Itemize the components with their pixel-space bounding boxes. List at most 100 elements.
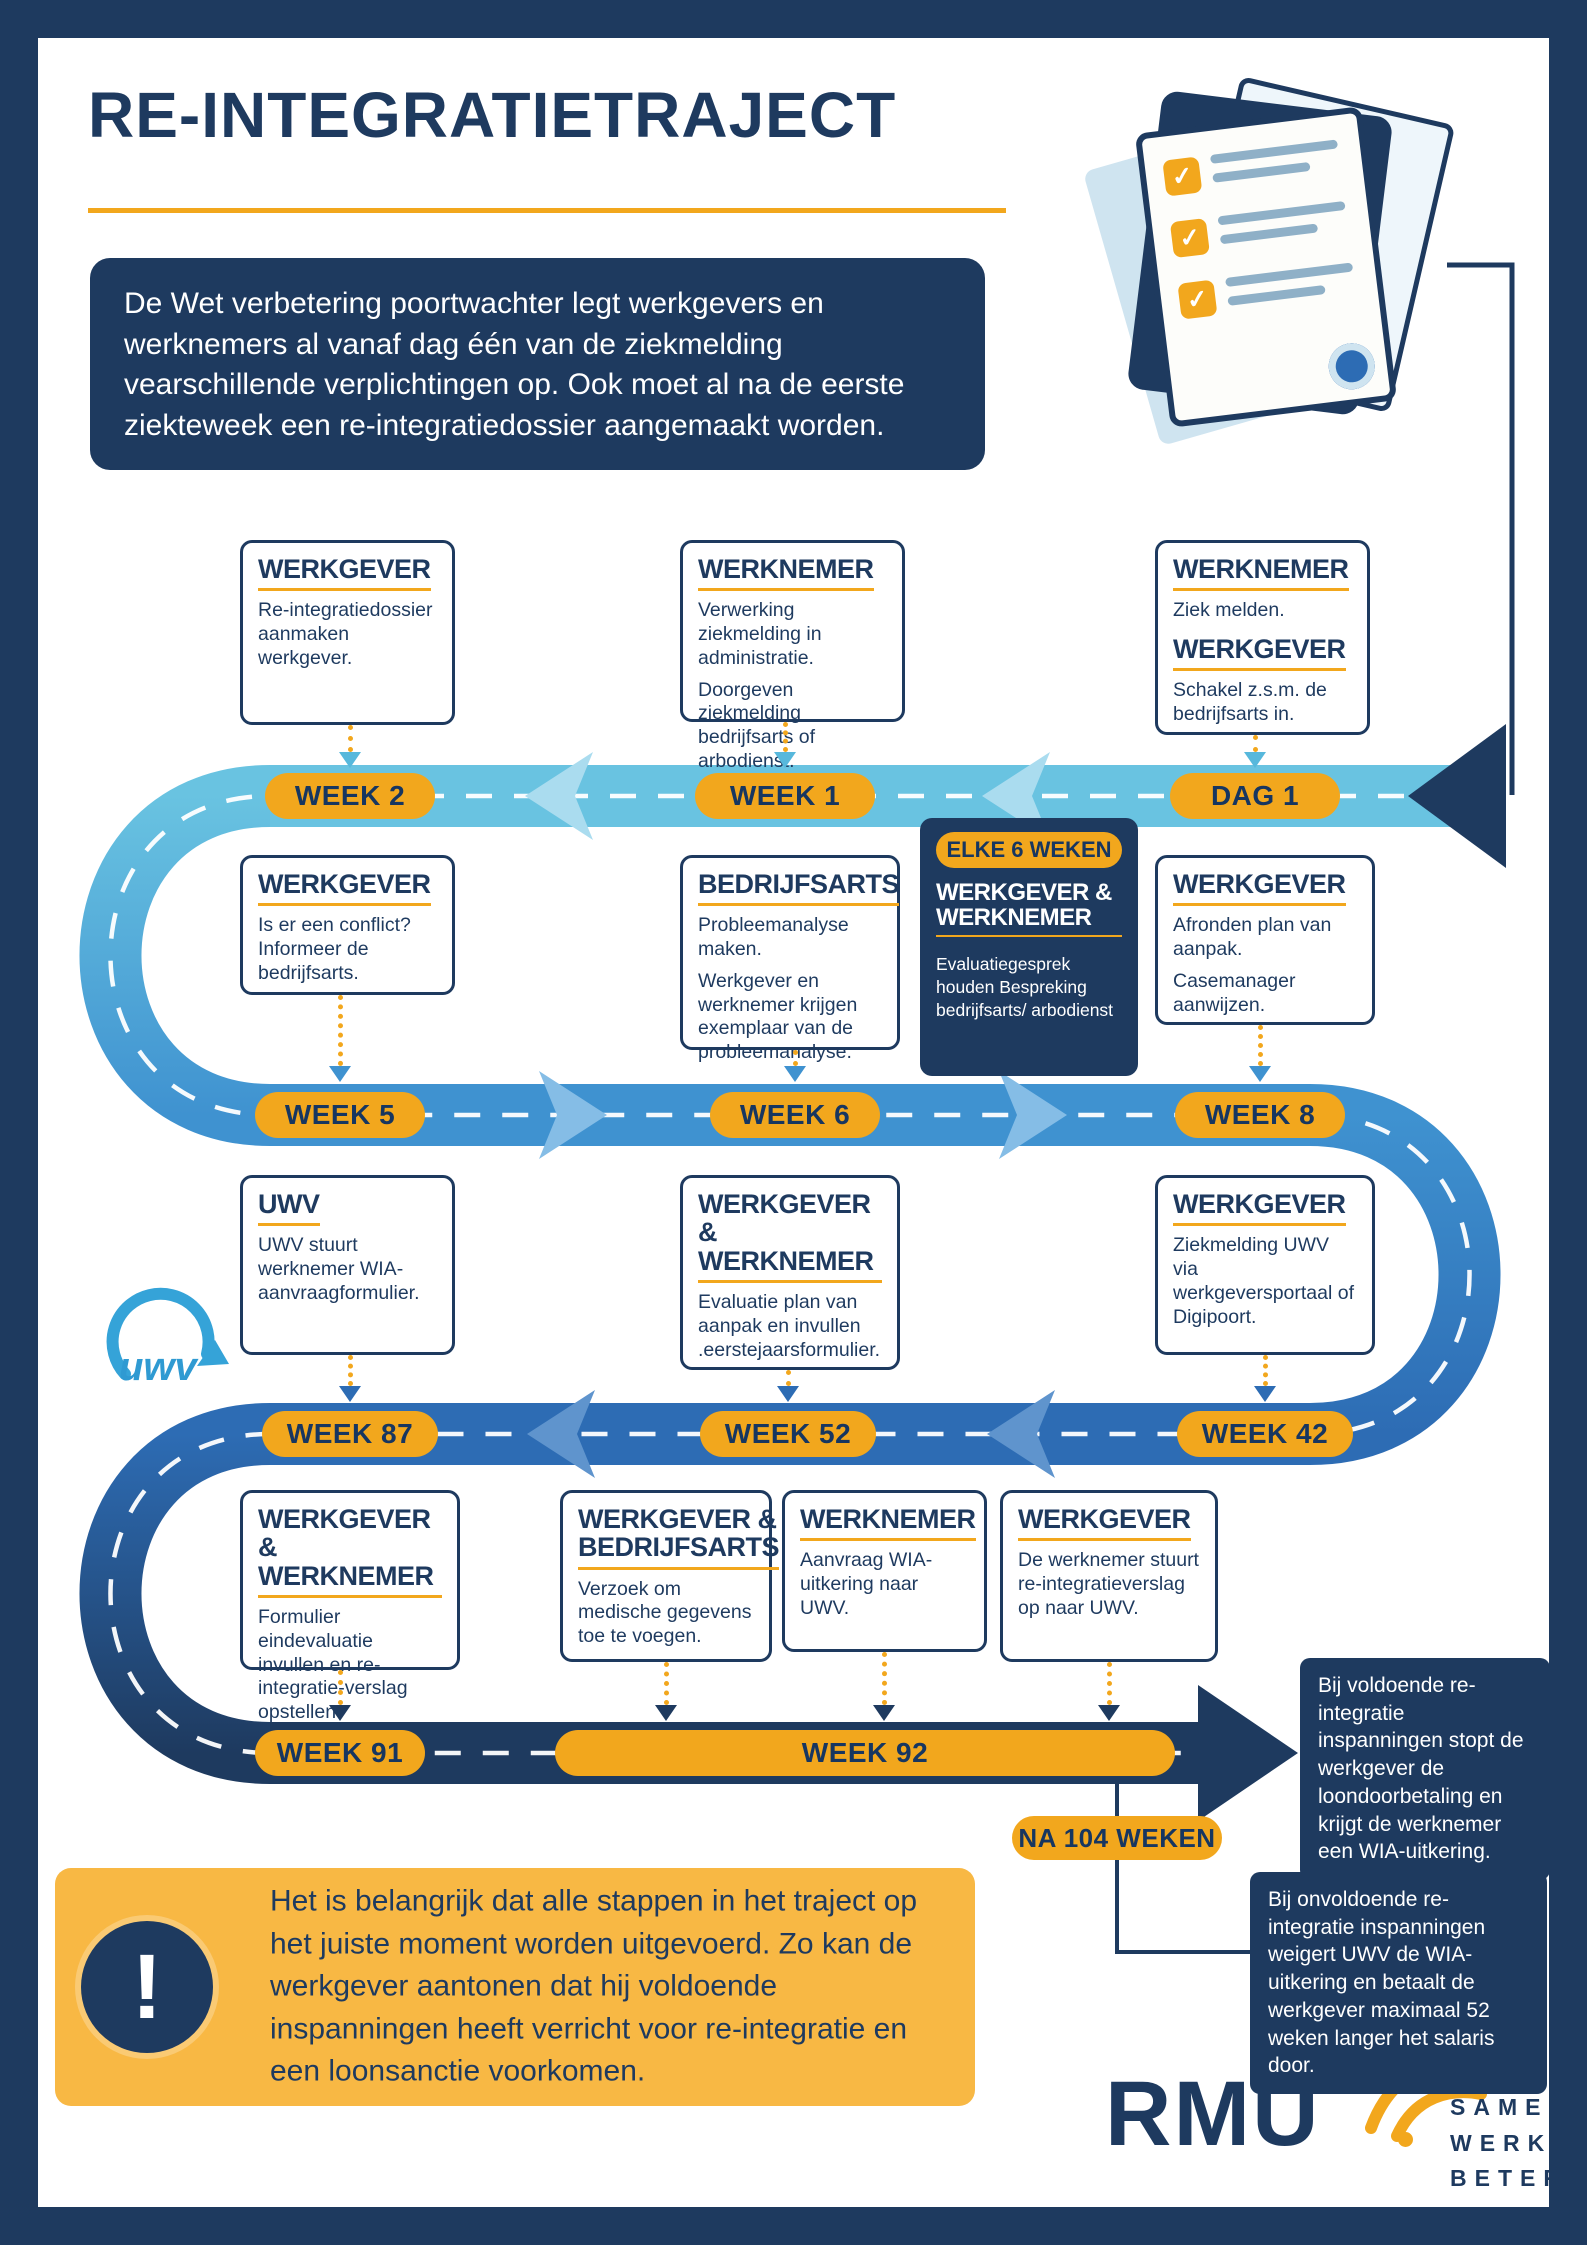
callout-text: UWV stuurt werknemer WIA-aanvraagformuli… — [258, 1234, 420, 1304]
uwv-swirl-icon — [106, 1287, 215, 1380]
callout-werkgever-dossier: WERKGEVER Re-integratiedossier aanmaken … — [240, 540, 455, 725]
seal-icon — [1326, 340, 1378, 392]
connector-arrow-icon — [329, 1705, 351, 1721]
note-voldoende: Bij voldoende re-integratie inspanningen… — [1300, 1658, 1550, 1881]
na104-connector — [1115, 1784, 1252, 1954]
dotted-connector — [882, 1652, 887, 1705]
connector-arrow-icon — [1254, 1386, 1276, 1402]
connector-arrow-icon — [655, 1705, 677, 1721]
documents-illustration: ✓ ✓ ✓ — [1082, 76, 1456, 447]
callout-title: WERKGEVER — [1173, 1190, 1346, 1227]
callout-ziekmelding-uwv: WERKGEVER Ziekmelding UWV via werkgevers… — [1155, 1175, 1375, 1355]
uwv-logo: uwv — [85, 1262, 240, 1394]
timeline-badge-week6: WEEK 6 — [710, 1092, 880, 1138]
callout-uwv-formulier: UWV UWV stuurt werknemer WIA-aanvraagfor… — [240, 1175, 455, 1355]
timeline-badge-week42: WEEK 42 — [1177, 1411, 1353, 1457]
dotted-connector — [664, 1662, 669, 1705]
timeline-badge-week2: WEEK 2 — [265, 773, 435, 819]
callout-text: Ziekmelding UWV via werkgeversportaal of… — [1173, 1234, 1355, 1328]
tagline-line: BETER — [1450, 2165, 1568, 2192]
dotted-connector — [1253, 735, 1258, 752]
connector-arrow-icon — [1244, 752, 1266, 768]
dotted-connector — [783, 722, 788, 752]
callout-title: WERKGEVER — [1173, 870, 1346, 907]
callout-title: WERKGEVER & WERKNEMER — [258, 1505, 442, 1599]
callout-title: BEDRIJFSARTS — [698, 870, 900, 907]
dotted-connector — [1263, 1355, 1268, 1386]
callout-title: WERKNEMER — [1173, 555, 1349, 592]
callout-text: Verwerking ziekmelding in administratie. — [698, 599, 822, 669]
callout-text: Verzoek om medische gegevens toe te voeg… — [578, 1577, 752, 1648]
callout-text: Probleemanalyse maken. — [698, 914, 849, 961]
connector-arrow-icon — [1249, 1066, 1271, 1082]
callout-text: Re-integratiedossier aanmaken werkgever. — [258, 599, 433, 669]
callout-ziek-melden: WERKNEMER Ziek melden. WERKGEVER Schakel… — [1155, 540, 1370, 735]
timeline-badge-na104: NA 104 WEKEN — [1012, 1816, 1222, 1860]
title-underline — [88, 208, 1006, 213]
chevron-right-icon — [999, 1071, 1067, 1159]
connector-arrow-icon — [873, 1705, 895, 1721]
connector-arrow-icon — [339, 752, 361, 768]
callout-title: WERKNEMER — [800, 1505, 976, 1542]
dotted-connector — [338, 1670, 343, 1705]
timeline-badge-week92: WEEK 92 — [555, 1730, 1175, 1776]
chevron-left-icon — [987, 1390, 1055, 1478]
connector-arrow-icon — [1098, 1705, 1120, 1721]
callout-title: WERKGEVER & WERKNEMER — [936, 880, 1122, 938]
callout-title: WERKGEVER & BEDRIJFSARTS — [578, 1505, 780, 1570]
dotted-connector — [793, 1050, 798, 1066]
footer-dot-icon — [1398, 2132, 1413, 2147]
checkbox-checked-icon: ✓ — [1162, 156, 1203, 197]
callout-verslag-naar-uwv: WERKGEVER De werknemer stuurt re-integra… — [1000, 1490, 1218, 1662]
connector-arrow-icon — [774, 752, 796, 768]
timeline-badge-dag1: DAG 1 — [1170, 773, 1340, 819]
dotted-connector — [348, 1355, 353, 1386]
callout-text: Evaluatiegesprek houden Bespreking bedri… — [936, 954, 1114, 1020]
chevron-left-icon — [527, 1390, 595, 1478]
connector-arrow-icon — [777, 1386, 799, 1402]
checkbox-checked-icon: ✓ — [1177, 279, 1218, 320]
timeline-badge-week52: WEEK 52 — [700, 1411, 876, 1457]
callout-probleemanalyse: BEDRIJFSARTS Probleemanalyse maken. Werk… — [680, 855, 900, 1063]
callout-werknemer-verwerking: WERKNEMER Verwerking ziekmelding in admi… — [680, 540, 905, 772]
callout-title: WERKGEVER — [1018, 1505, 1191, 1542]
chevron-left-icon — [525, 752, 593, 840]
dotted-connector — [348, 725, 353, 752]
note-onvoldoende: Bij onvoldoende re-integratie inspanning… — [1250, 1872, 1547, 2095]
timeline-end-arrow-icon — [1198, 1685, 1298, 1821]
callout-title: WERKGEVER — [258, 870, 431, 907]
callout-title: UWV — [258, 1190, 320, 1227]
dotted-connector — [1107, 1662, 1112, 1705]
intro-box: De Wet verbetering poortwachter legt wer… — [90, 258, 985, 470]
checkbox-checked-icon: ✓ — [1169, 217, 1210, 259]
callout-title: WERKGEVER & WERKNEMER — [698, 1190, 882, 1284]
callout-wia-aanvraag: WERKNEMER Aanvraag WIA-uitkering naar UW… — [782, 1490, 987, 1652]
callout-title: WERKGEVER — [1173, 635, 1346, 672]
uwv-swirl-arrow-icon — [197, 1340, 229, 1366]
dotted-connector — [1258, 1025, 1263, 1066]
connector-arrow-icon — [784, 1066, 806, 1082]
tagline-line: SAMEN — [1450, 2094, 1574, 2120]
exclamation-icon: ! — [81, 1921, 213, 2053]
callout-text: Formulier eindevaluatie invullen en re-i… — [258, 1606, 408, 1724]
callout-medische-gegevens: WERKGEVER & BEDRIJFSARTS Verzoek om medi… — [560, 1490, 780, 1662]
page-title: RE-INTEGRATIETRAJECT — [88, 79, 897, 151]
checklist-document-icon: ✓ ✓ ✓ — [1134, 106, 1398, 428]
callout-plan-van-aanpak: WERKGEVER Afronden plan van aanpak. Case… — [1155, 855, 1375, 1025]
dotted-connector — [338, 995, 343, 1066]
connector-arrow-icon — [339, 1386, 361, 1402]
callout-conflict: WERKGEVER Is er een conflict? Informeer … — [240, 855, 455, 995]
callout-text: De werknemer stuurt re-integratieverslag… — [1018, 1549, 1199, 1619]
connector-arrow-icon — [329, 1066, 351, 1082]
dotted-connector — [786, 1370, 791, 1386]
callout-evaluatie-plan: WERKGEVER & WERKNEMER Evaluatie plan van… — [680, 1175, 900, 1370]
tagline-line: WERKT — [1450, 2129, 1575, 2156]
callout-title: WERKNEMER — [698, 555, 874, 592]
callout-text: Afronden plan van aanpak. — [1173, 914, 1332, 961]
elke-6-weken-badge: ELKE 6 WEKEN — [936, 832, 1122, 868]
warning-box: ! Het is belangrijk dat alle stappen in … — [55, 1868, 975, 2106]
callout-text: Is er een conflict? Informeer de bedrijf… — [258, 914, 411, 984]
callout-text: Ziek melden. — [1173, 599, 1285, 622]
callout-elke-6-weken: ELKE 6 WEKEN WERKGEVER & WERKNEMER Evalu… — [920, 818, 1138, 1076]
